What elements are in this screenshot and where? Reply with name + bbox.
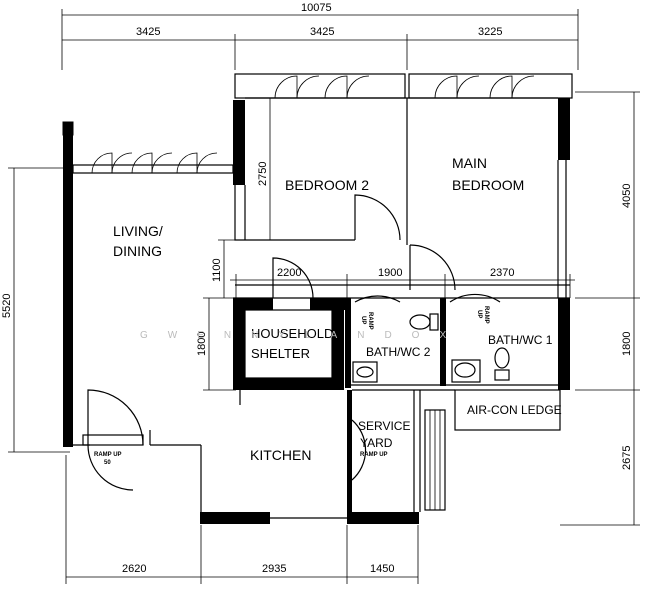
ramp-bath1-label-1: RAMP bbox=[483, 306, 489, 324]
dim-left-1: 5520 bbox=[1, 294, 13, 318]
dim-bottom-1: 2620 bbox=[122, 563, 146, 575]
dim-right-1: 4050 bbox=[621, 184, 633, 208]
household-shelter-label-1: HOUSEHOLD bbox=[251, 326, 333, 341]
dim-bottom-3: 1450 bbox=[370, 563, 394, 575]
dim-inner-v1: 2750 bbox=[257, 162, 269, 186]
dim-inner-h1: 2200 bbox=[277, 267, 301, 279]
fixtures bbox=[352, 313, 510, 383]
ramp-entrance-label-1: RAMP UP bbox=[94, 452, 122, 458]
window-arcs bbox=[91, 75, 535, 174]
dim-bottom-2: 2935 bbox=[262, 563, 286, 575]
bath-wc2-label: BATH/WC 2 bbox=[366, 345, 431, 359]
dimension-lines bbox=[8, 9, 640, 584]
living-dining-label-2: DINING bbox=[113, 243, 162, 259]
air-con-ledge-label: AIR-CON LEDGE bbox=[467, 403, 562, 417]
main-bedroom-label-2: BEDROOM bbox=[452, 177, 524, 193]
living-dining-label-1: LIVING/ bbox=[113, 223, 163, 239]
dim-inner-h3: 2370 bbox=[490, 267, 514, 279]
room-outlines bbox=[72, 73, 573, 519]
dim-top-2: 3425 bbox=[310, 26, 334, 38]
household-shelter-label-2: SHELTER bbox=[251, 346, 310, 361]
bedroom2-label: BEDROOM 2 bbox=[285, 177, 369, 193]
dim-inner-v2: 1100 bbox=[211, 258, 223, 282]
dim-top-1: 3425 bbox=[136, 26, 160, 38]
ramp-service-yard-label: RAMP UP bbox=[360, 452, 388, 458]
service-yard-label-1: SERVICE bbox=[358, 419, 410, 433]
doors bbox=[87, 194, 501, 491]
bath-wc1-label: BATH/WC 1 bbox=[488, 333, 553, 347]
service-yard-label-2: YARD bbox=[360, 436, 393, 450]
ramp-entrance-label-2: 50 bbox=[104, 460, 111, 466]
dim-right-2: 1800 bbox=[621, 332, 633, 356]
dim-right-3: 2675 bbox=[621, 446, 633, 470]
dim-top-total: 10075 bbox=[301, 2, 332, 14]
dim-left-2: 1800 bbox=[196, 332, 208, 356]
ramp-bath2-label-1: RAMP bbox=[367, 312, 373, 330]
dim-top-3: 3225 bbox=[478, 26, 502, 38]
watermark-text: GWENNYLANDOX bbox=[140, 330, 466, 341]
ramp-bath1-label-2: UP bbox=[476, 310, 482, 318]
walls bbox=[62, 98, 570, 524]
dimension-labels: 10075 3425 3425 3225 2620 2935 1450 5520… bbox=[1, 2, 633, 575]
dim-inner-h2: 1900 bbox=[378, 267, 402, 279]
ramp-labels: RAMP UP 50 RAMP UP RAMP UP RAMP UP bbox=[94, 306, 489, 466]
kitchen-label: KITCHEN bbox=[250, 447, 311, 463]
ramp-bath2-label-2: UP bbox=[360, 316, 366, 324]
main-bedroom-label-1: MAIN bbox=[452, 155, 487, 171]
room-labels: LIVING/ DINING BEDROOM 2 MAIN BEDROOM HO… bbox=[113, 155, 562, 463]
